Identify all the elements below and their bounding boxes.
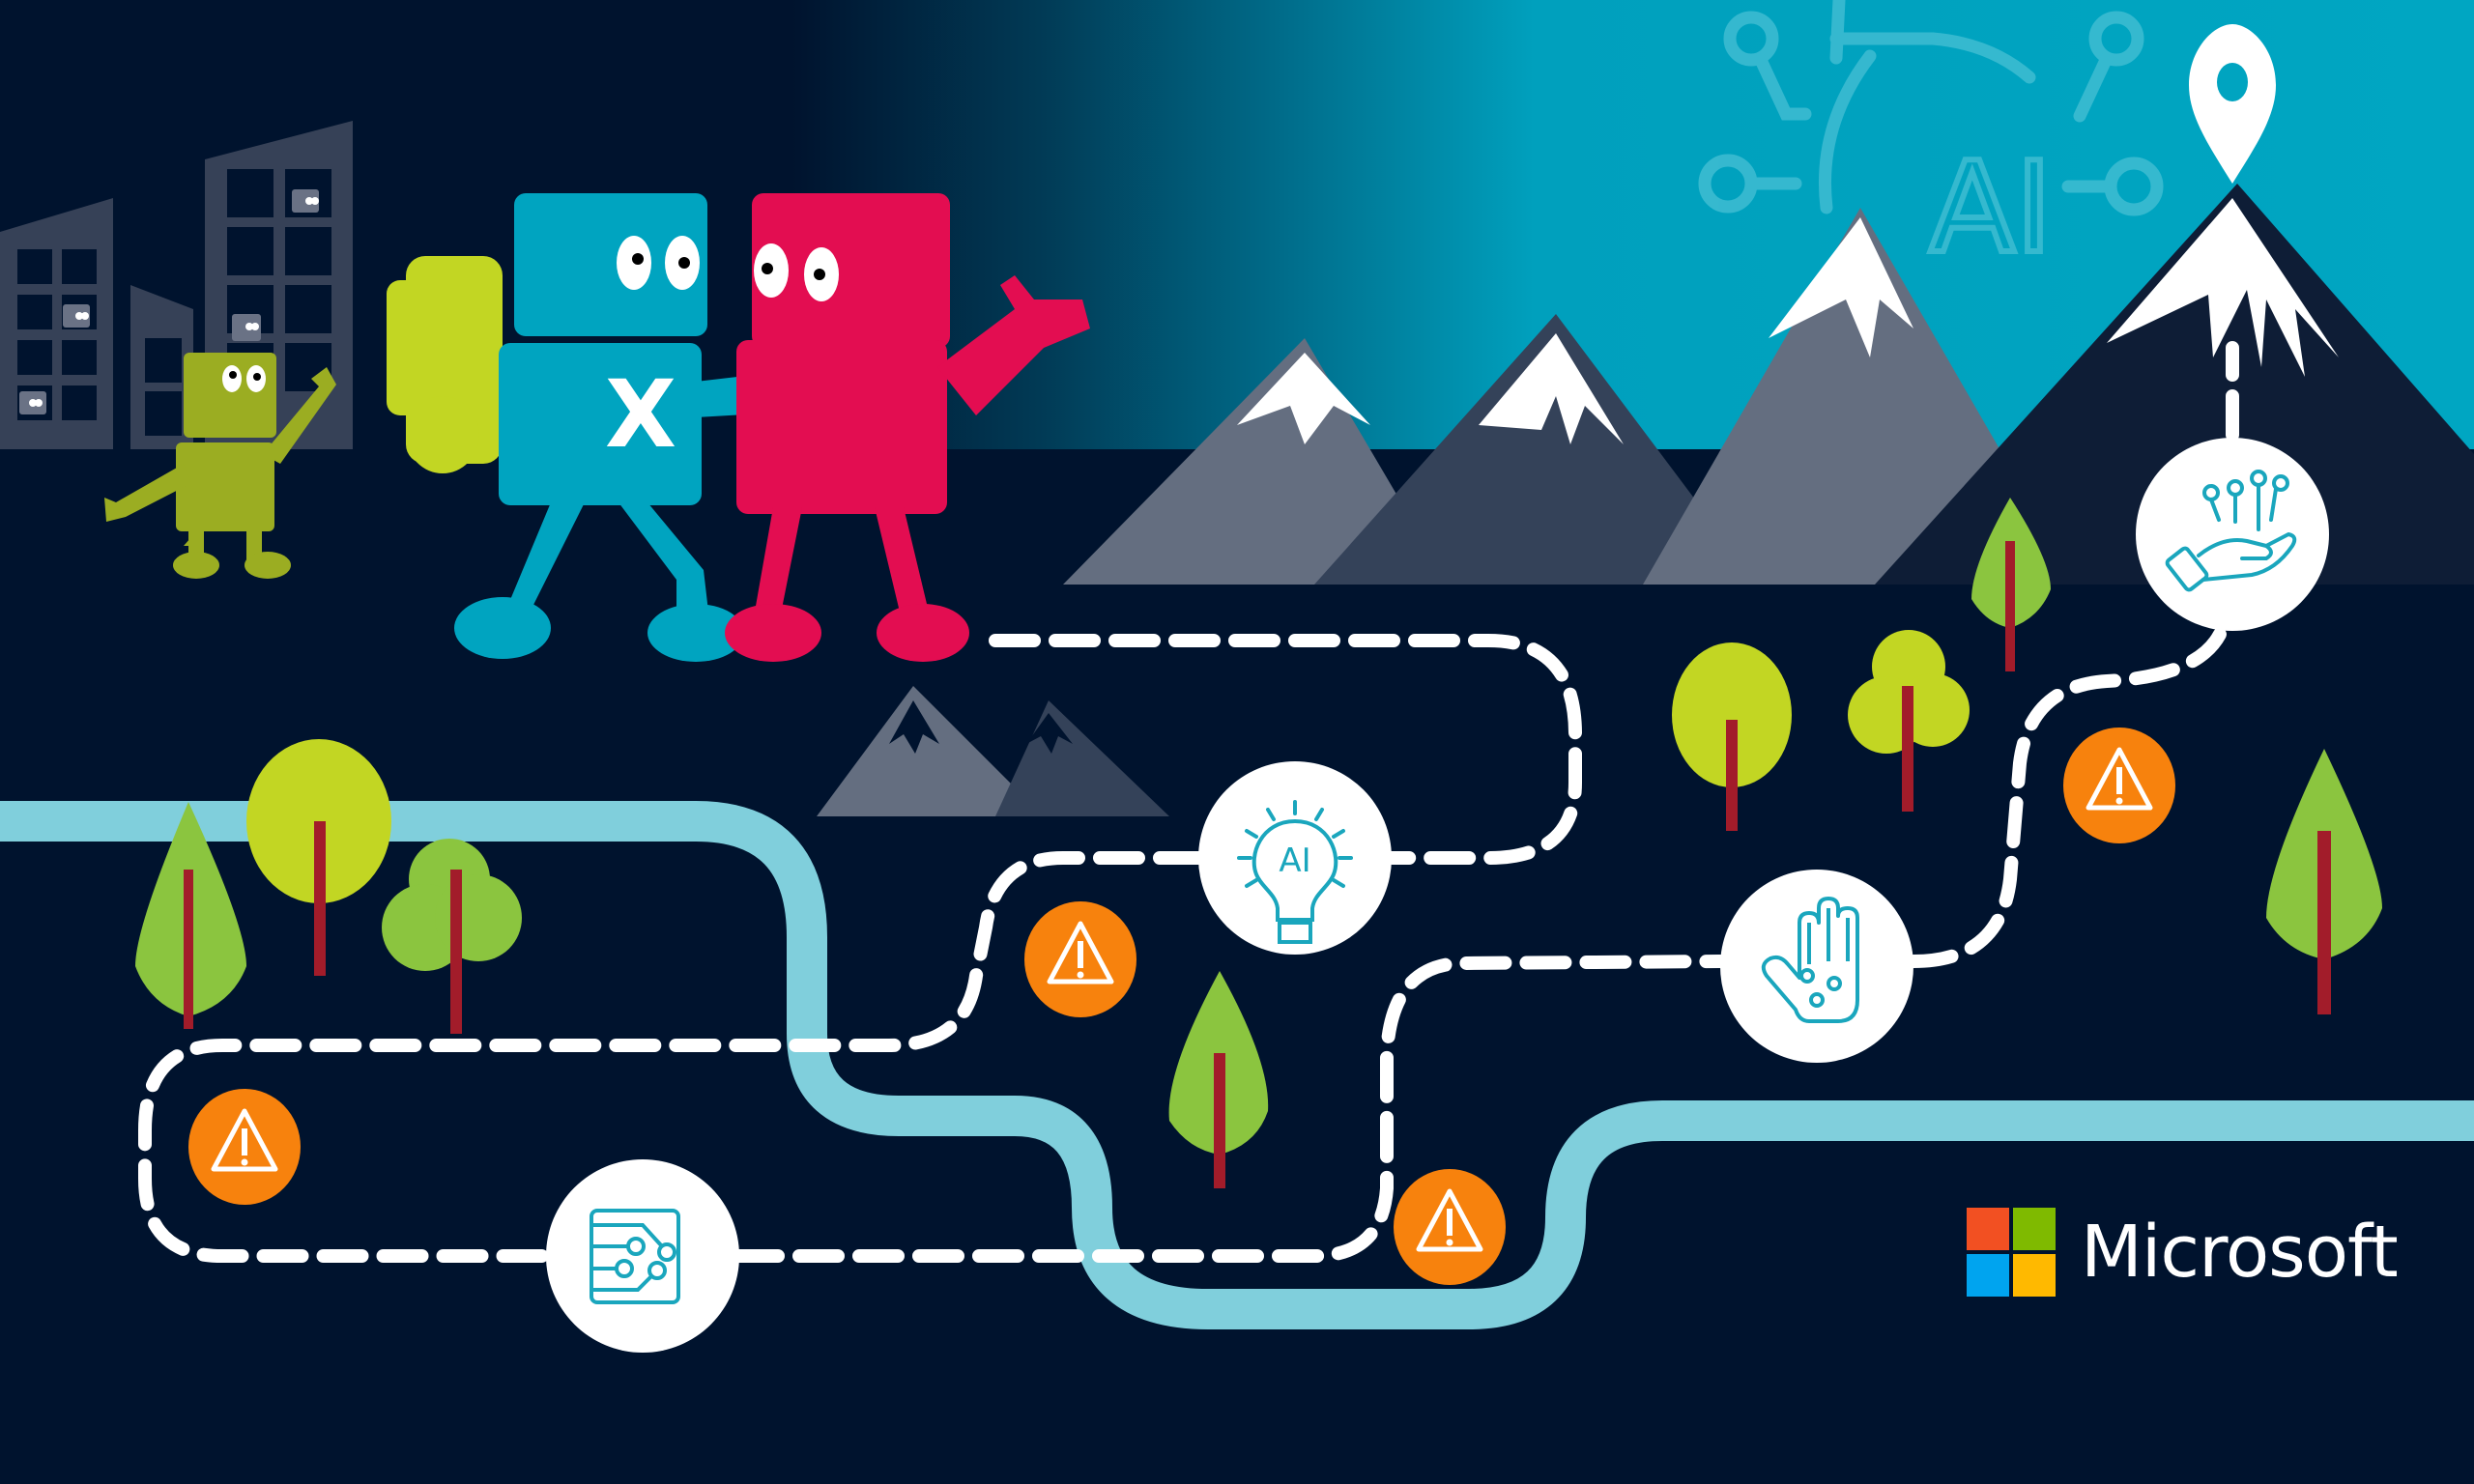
logo-square-red [1967, 1208, 2009, 1250]
warning-badge-4 [2063, 728, 2175, 843]
circuit-document-icon [590, 1209, 680, 1304]
trees [135, 498, 2382, 1188]
river [0, 801, 2474, 1329]
ai-label-background: AI [1929, 134, 2052, 281]
milestone-ai-offer[interactable] [2136, 438, 2329, 631]
digital-hand-icon [1761, 897, 1859, 1023]
hand-circuit-icon [2165, 470, 2297, 592]
pink-robot-eyes [754, 243, 839, 301]
warning-triangle-icon [1047, 921, 1114, 985]
logo-square-green [2013, 1208, 2056, 1250]
blue-robot-eyes [617, 236, 700, 290]
warning-triangle-icon [2086, 747, 2153, 811]
warning-triangle-icon [1416, 1188, 1483, 1252]
journey-path [138, 341, 2239, 1263]
logo-square-yellow [2013, 1254, 2056, 1297]
ai-circuit-background-icon: AI [1698, 0, 2164, 284]
mountain-range [1063, 184, 2474, 585]
milestone-data-circuit[interactable] [546, 1159, 739, 1353]
microsoft-logo: Microsoft [1967, 1208, 2399, 1297]
microsoft-logo-squares [1967, 1208, 2056, 1297]
microsoft-wordmark: Microsoft [2081, 1211, 2399, 1294]
logo-square-blue [1967, 1254, 2009, 1297]
warning-badge-1 [188, 1089, 301, 1205]
blue-robot-x-badge: X [605, 360, 676, 469]
lime-backpack [387, 256, 503, 473]
milestone-digital-hand[interactable] [1720, 870, 1913, 1063]
warning-badge-2 [1024, 901, 1136, 1017]
window-robots [19, 189, 319, 414]
small-mountains [817, 686, 1169, 816]
pink-robot-character [725, 193, 1090, 662]
milestone-ai-idea[interactable]: AI [1198, 761, 1392, 955]
ai-lightbulb-icon [1237, 800, 1353, 944]
map-pin-icon [2189, 24, 2276, 184]
ai-lightbulb-label: AI [1279, 842, 1310, 880]
warning-badge-3 [1394, 1169, 1506, 1285]
warning-triangle-icon [211, 1108, 278, 1172]
olive-robot-eyes [222, 365, 266, 392]
destination-pin[interactable] [2189, 24, 2276, 184]
